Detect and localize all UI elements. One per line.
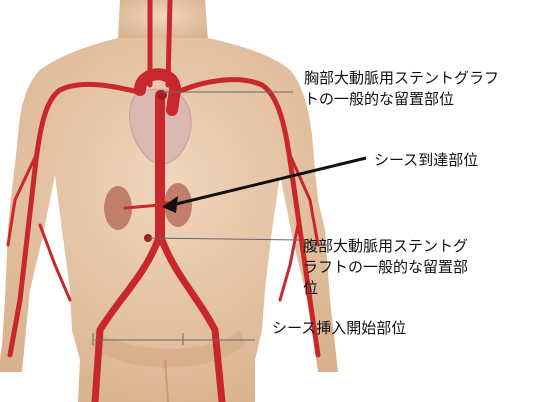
thoracic-graft-label: 胸部大動脈用ステントグラフ トの一般的な留置部位 [304,68,499,110]
sheath-insert-label: シース挿入開始部位 [272,318,406,339]
abdominal-line-1: 腹部大動脈用ステントグ [303,236,468,257]
thoracic-line-2: トの一般的な留置部位 [304,89,499,110]
sheath-reach-label: シース到達部位 [374,150,478,171]
abdominal-graft-label: 腹部大動脈用ステントグ ラフトの一般的な留置部 位 [303,236,468,299]
abdominal-line-2: ラフトの一般的な留置部 [303,257,468,278]
abdominal-line-3: 位 [303,278,468,299]
thoracic-line-1: 胸部大動脈用ステントグラフ [304,68,499,89]
